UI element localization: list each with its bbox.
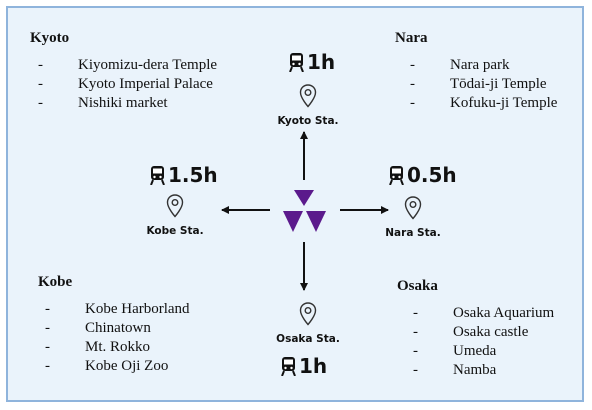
train-icon <box>289 52 304 72</box>
travel-time-nara: 0.5h <box>389 163 457 187</box>
list-item: -Osaka castle <box>413 324 529 340</box>
osaka-title: Osaka <box>397 278 438 294</box>
list-item: -Umeda <box>413 343 497 359</box>
station-kobe: Kobe Sta. <box>130 194 220 237</box>
kyoto-region: Kyoto -Kiyomizu-dera Temple -Kyoto Imper… <box>30 30 217 113</box>
list-item: -Kiyomizu-dera Temple <box>38 57 218 73</box>
nara-title: Nara <box>395 30 428 46</box>
train-icon <box>281 356 296 376</box>
train-icon <box>389 165 404 185</box>
list-item: -Nara park <box>410 57 510 73</box>
osaka-region: Osaka -Osaka Aquarium -Osaka castle -Ume… <box>397 278 554 380</box>
diagram-frame <box>6 6 584 402</box>
osaka-places: -Osaka Aquarium -Osaka castle -Umeda -Na… <box>413 304 554 380</box>
travel-time-osaka: 1h <box>281 354 327 378</box>
triforce-logo <box>283 190 326 232</box>
list-item: -Namba <box>413 362 497 378</box>
travel-time-kobe: 1.5h <box>150 163 218 187</box>
nara-places: -Nara park -Tōdai-ji Temple -Kofuku-ji T… <box>410 56 557 113</box>
location-pin-icon <box>404 196 422 225</box>
travel-time-kyoto: 1h <box>289 50 335 74</box>
kobe-title: Kobe <box>38 274 73 290</box>
station-kyoto: Kyoto Sta. <box>263 84 353 127</box>
location-pin-icon <box>166 194 184 223</box>
list-item: -Nishiki market <box>38 95 168 111</box>
station-nara: Nara Sta. <box>368 196 458 239</box>
list-item: -Mt. Rokko <box>45 339 151 355</box>
location-pin-icon <box>299 302 317 331</box>
kyoto-places: -Kiyomizu-dera Temple -Kyoto Imperial Pa… <box>38 56 217 113</box>
kobe-places: -Kobe Harborland -Chinatown -Mt. Rokko -… <box>45 300 190 376</box>
kobe-region: Kobe -Kobe Harborland -Chinatown -Mt. Ro… <box>38 274 190 376</box>
kyoto-title: Kyoto <box>30 30 70 46</box>
station-osaka: Osaka Sta. <box>263 302 353 345</box>
list-item: -Chinatown <box>45 320 151 336</box>
nara-region: Nara -Nara park -Tōdai-ji Temple -Kofuku… <box>395 30 557 113</box>
list-item: -Osaka Aquarium <box>413 305 555 321</box>
list-item: -Kofuku-ji Temple <box>410 95 558 111</box>
location-pin-icon <box>299 84 317 113</box>
list-item: -Kyoto Imperial Palace <box>38 76 213 92</box>
train-icon <box>150 165 165 185</box>
list-item: -Kobe Harborland <box>45 301 190 317</box>
list-item: -Kobe Oji Zoo <box>45 358 169 374</box>
list-item: -Tōdai-ji Temple <box>410 76 547 92</box>
